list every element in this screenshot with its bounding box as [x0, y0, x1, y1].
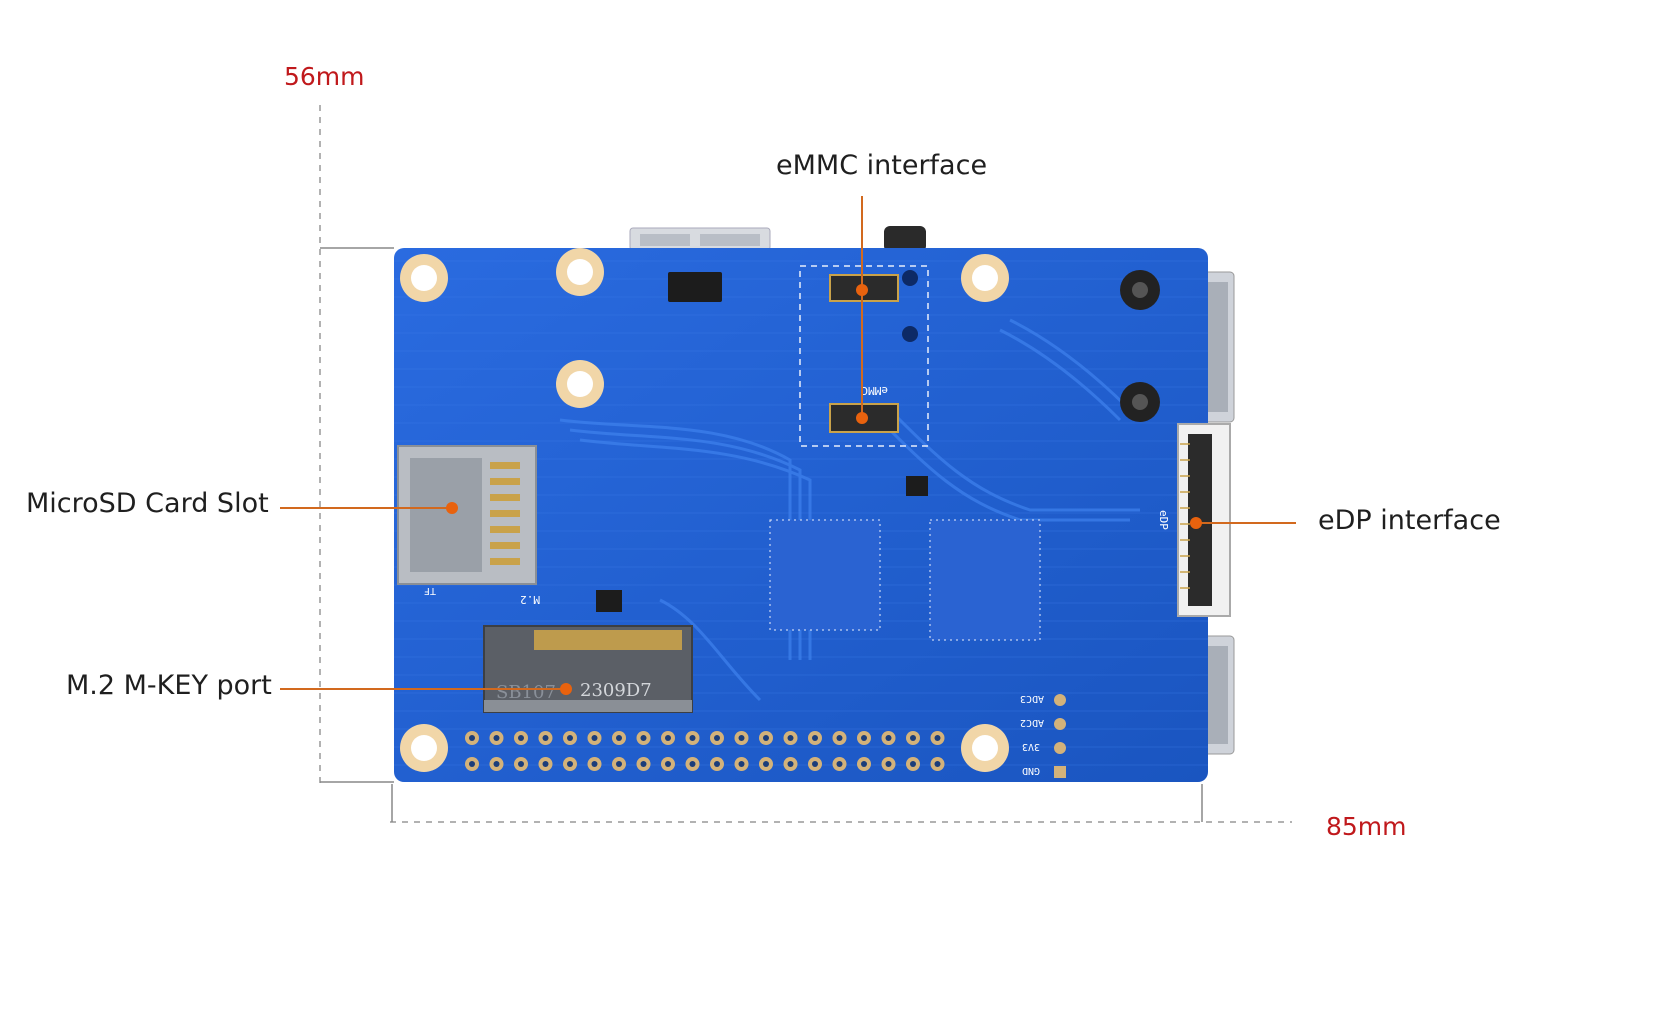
- gpio-pin-hole: [689, 761, 696, 767]
- small-components: [596, 272, 1041, 641]
- gpio-pin-hole: [934, 761, 941, 767]
- gpio-pin-hole: [836, 735, 843, 741]
- gpio-pin-hole: [714, 735, 720, 741]
- callout-dots: [446, 284, 1202, 695]
- silk-m2-chip-b: 2309D7: [580, 680, 652, 701]
- gpio-pin-hole: [861, 735, 867, 741]
- silk-m2-chip-a: SB107: [496, 682, 556, 703]
- gpio-pin-hole: [640, 761, 647, 767]
- gpio-header: [465, 731, 945, 771]
- gpio-pin-hole: [738, 761, 745, 767]
- callout-label-m2: M.2 M-KEY port: [66, 670, 272, 701]
- dimension-ticks: [320, 247, 1203, 822]
- gpio-pin-hole: [934, 735, 941, 741]
- gpio-pin-hole: [591, 735, 598, 741]
- gpio-pin-hole: [910, 761, 916, 767]
- gpio-pin-hole: [493, 735, 500, 741]
- silk-3v3: 3V3: [1022, 741, 1040, 752]
- height-dimension-label: 56mm: [284, 62, 365, 91]
- gpio-pin-hole: [665, 735, 671, 741]
- silk-m2: M.2: [520, 593, 540, 606]
- microsd-slot: TF: [397, 445, 537, 596]
- gpio-pin-hole: [910, 735, 916, 741]
- callout-label-emmc: eMMC interface: [776, 150, 988, 181]
- gpio-pin-hole: [714, 761, 720, 767]
- adc-pads: ADC3 ADC2 3V3 GND: [1020, 693, 1066, 778]
- gpio-pin-hole: [567, 735, 573, 741]
- gpio-pin-hole: [616, 735, 622, 741]
- dimension-lines: [319, 105, 1292, 823]
- gpio-pin-hole: [542, 761, 549, 767]
- gpio-pin-hole: [493, 761, 500, 767]
- gpio-pin-hole: [763, 761, 769, 767]
- top-connectors: [629, 226, 926, 252]
- width-dimension-label: 85mm: [1326, 812, 1407, 841]
- gpio-pin-hole: [640, 735, 647, 741]
- gpio-pin-hole: [812, 735, 818, 741]
- callout-dot-emmc-a: [856, 284, 868, 296]
- silk-adc3: ADC3: [1020, 693, 1044, 704]
- callout-label-microsd: MicroSD Card Slot: [26, 488, 269, 519]
- gpio-pin-hole: [469, 761, 475, 767]
- gpio-pin-hole: [616, 761, 622, 767]
- gpio-pin-hole: [518, 761, 524, 767]
- mounting-holes: [400, 248, 1009, 772]
- gpio-pin-hole: [885, 735, 892, 741]
- gpio-pin-hole: [763, 735, 769, 741]
- gpio-pin-hole: [591, 761, 598, 767]
- silk-gnd: GND: [1022, 765, 1040, 776]
- callout-lines: [280, 196, 1296, 690]
- gpio-pin-hole: [542, 735, 549, 741]
- gpio-pin-hole: [861, 761, 867, 767]
- silk-emmc: eMMC: [862, 384, 889, 397]
- callout-dot-microsd: [446, 502, 458, 514]
- gpio-pin-hole: [689, 735, 696, 741]
- silk-tf: TF: [424, 585, 436, 596]
- gpio-pin-hole: [518, 735, 524, 741]
- board-buttons: [1120, 270, 1160, 422]
- side-connectors: [1199, 271, 1235, 755]
- gpio-pin-hole: [812, 761, 818, 767]
- gpio-pin-hole: [787, 735, 794, 741]
- callout-dot-edp: [1190, 517, 1202, 529]
- callout-dot-m2: [560, 683, 572, 695]
- gpio-pin-hole: [665, 761, 671, 767]
- callout-dot-emmc-b: [856, 412, 868, 424]
- gpio-pin-hole: [885, 761, 892, 767]
- silk-adc2: ADC2: [1020, 717, 1044, 728]
- gpio-pin-hole: [836, 761, 843, 767]
- silk-edp: eDP: [1157, 510, 1170, 530]
- gpio-pin-hole: [787, 761, 794, 767]
- gpio-pin-hole: [738, 735, 745, 741]
- gpio-pin-hole: [567, 761, 573, 767]
- callout-label-edp: eDP interface: [1318, 505, 1501, 536]
- gpio-pin-hole: [469, 735, 475, 741]
- m2-port: SB107 2309D7 M.2: [483, 593, 693, 713]
